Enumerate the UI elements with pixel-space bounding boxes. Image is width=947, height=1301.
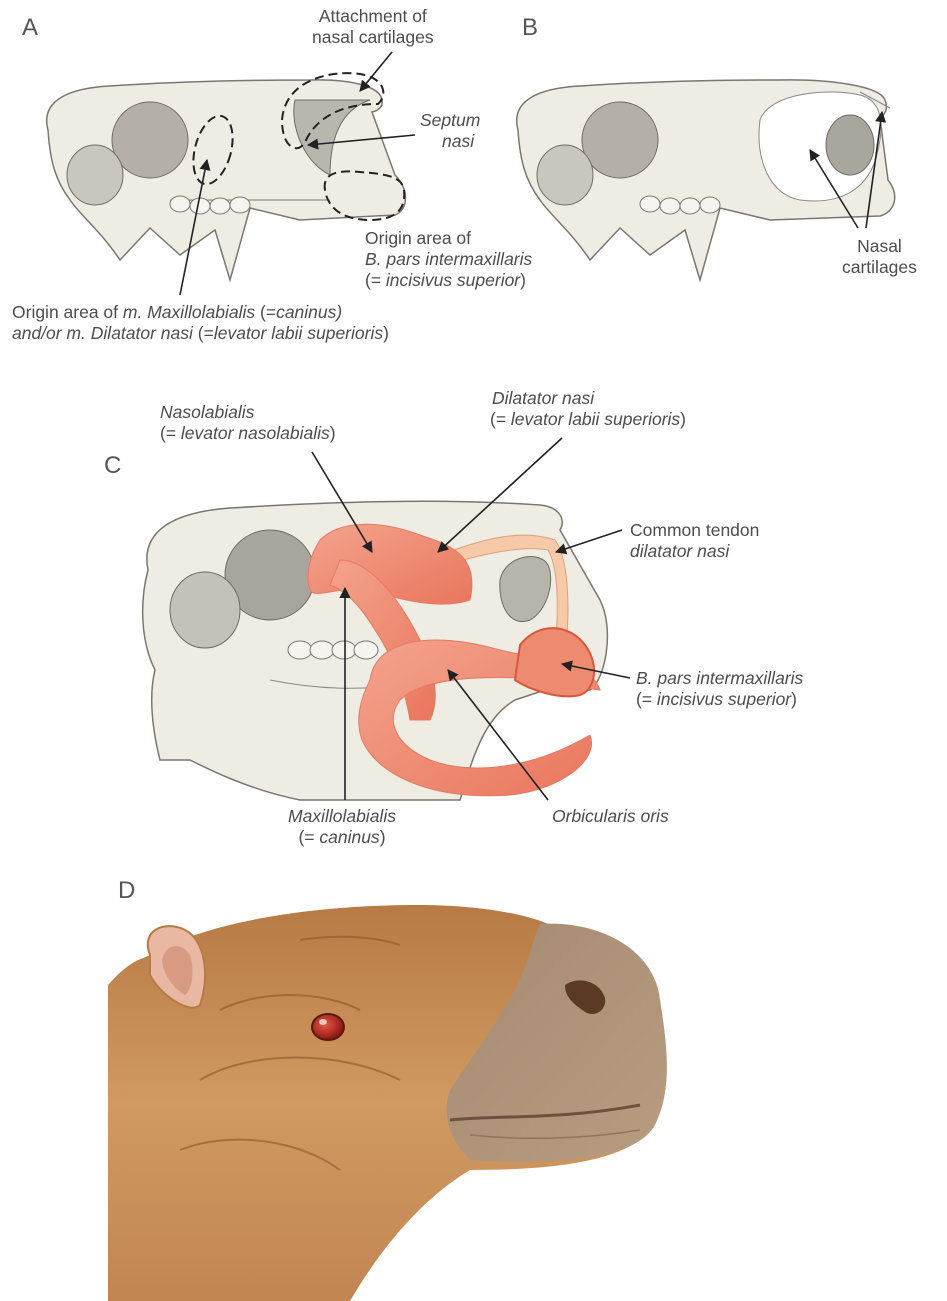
panel-label-c: C (104, 452, 121, 480)
label-common-tendon: Common tendon dilatator nasi (630, 520, 759, 562)
panel-label-a: A (22, 14, 38, 42)
label-attachment: Attachment of nasal cartilages (312, 6, 434, 48)
animal-head-d (108, 905, 667, 1301)
label-b-pars-intermaxillaris: B. pars intermaxillaris (= incisivus sup… (636, 668, 803, 710)
panel-label-b: B (522, 14, 538, 42)
label-nasolabialis: Nasolabialis (= levator nasolabialis) (160, 402, 336, 444)
label-maxillolabialis: Maxillolabialis (= caninus) (288, 806, 396, 848)
skull-a (47, 73, 406, 280)
label-origin-b-pars: Origin area of B. pars intermaxillaris (… (365, 228, 532, 291)
label-nasal-cartilages: Nasal cartilages (842, 236, 917, 278)
label-dilatator-nasi: Dilatator nasi (= levator labii superior… (490, 388, 686, 430)
label-origin-maxillolabialis: Origin area of m. Maxillolabialis (=cani… (12, 302, 389, 344)
label-septum-nasi: Septum nasi (420, 110, 480, 152)
label-orbicularis-oris: Orbicularis oris (552, 806, 669, 827)
panel-label-d: D (118, 877, 135, 905)
skull-b (517, 80, 895, 280)
